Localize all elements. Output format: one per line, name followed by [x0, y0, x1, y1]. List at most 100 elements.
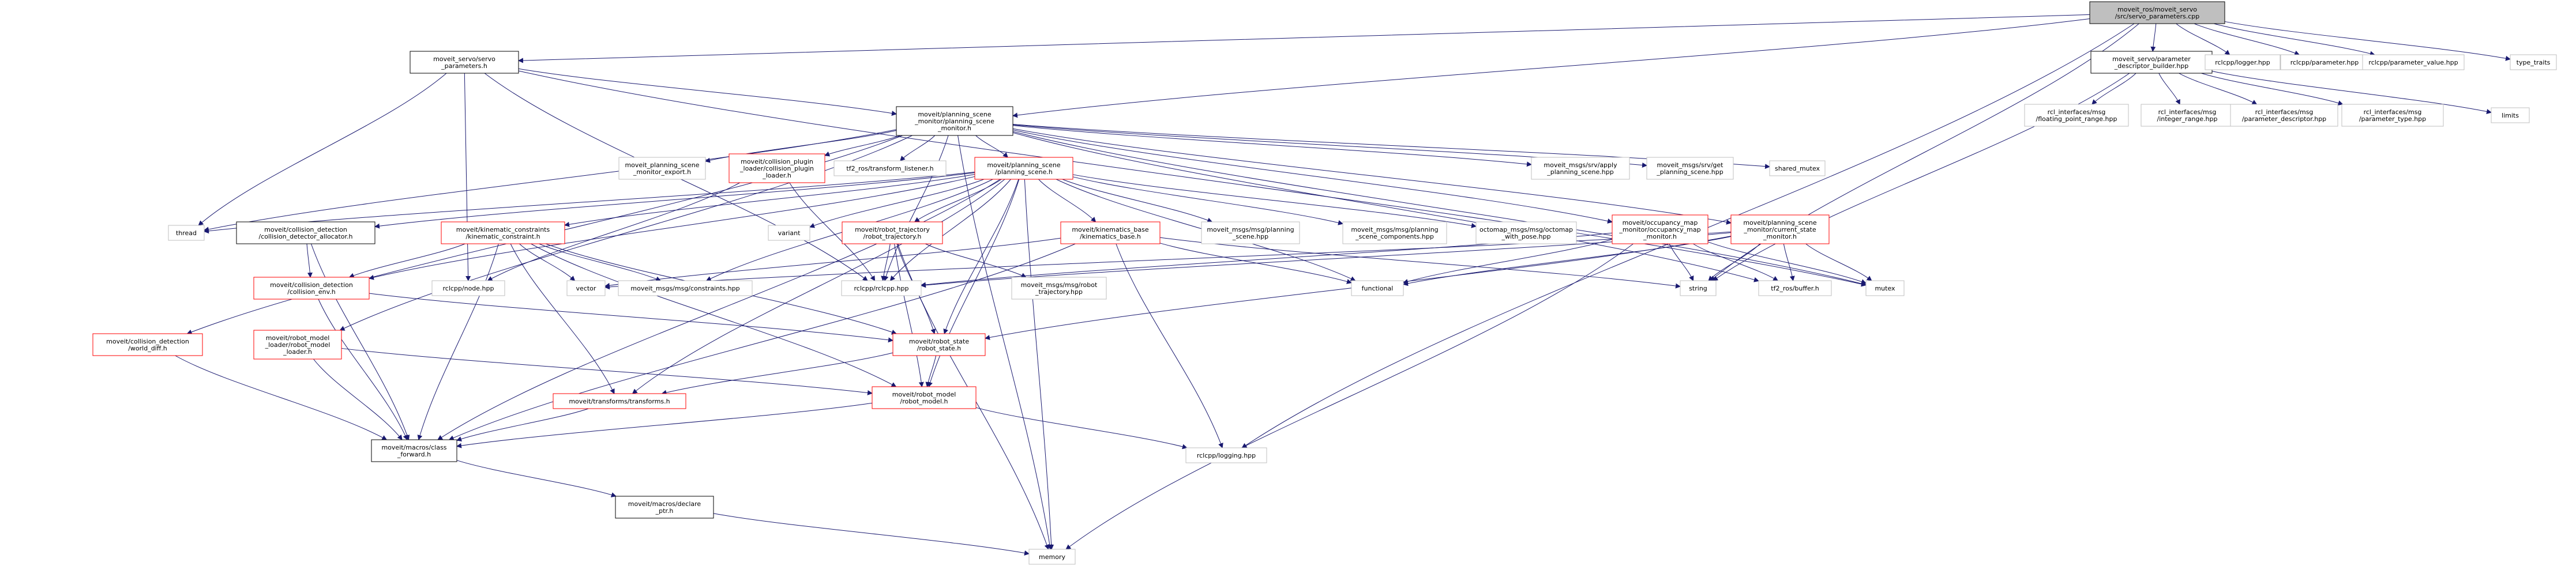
edge-robot_state-to-transforms — [661, 352, 893, 395]
node-label: moveit_servo/parameter — [2112, 55, 2191, 63]
edge-csm-to-vector — [604, 231, 1732, 290]
node-world_diff[interactable]: moveit/collision_detection/world_diff.h — [92, 333, 203, 356]
node-box — [1531, 157, 1630, 180]
node-rclcpp_param_value: rclcpp/parameter_value.hpp — [2362, 54, 2465, 70]
node-box — [2491, 107, 2530, 123]
node-label: moveit_msgs/srv/get — [1657, 161, 1724, 169]
node-box — [1758, 280, 1832, 296]
node-label: moveit/macros/class — [381, 444, 446, 451]
node-label: _monitor/current_state — [1743, 226, 1816, 233]
node-box — [2280, 54, 2369, 70]
edge-robot_state-to-robot_model — [925, 355, 937, 387]
node-label: /planning_scene.h — [995, 168, 1053, 176]
edge-robot_model-to-logging — [975, 407, 1188, 450]
node-box — [1028, 549, 1076, 565]
edge-servo_params-to-node_hpp — [464, 73, 471, 281]
node-box — [2510, 54, 2557, 70]
node-label: /src/servo_parameters.cpp — [2115, 13, 2200, 20]
edge-psm-to-apply_ps — [1012, 125, 1532, 167]
node-label: _loader.h — [283, 348, 312, 356]
node-box — [92, 333, 203, 356]
node-label: moveit/macros/declare — [628, 500, 701, 508]
node-box — [1060, 221, 1161, 244]
edge-kin_base-to-string — [1159, 237, 1681, 289]
node-class_fwd[interactable]: moveit/macros/class_forward.h — [371, 439, 457, 462]
node-kin_base[interactable]: moveit/kinematics_base/kinematics_base.h — [1060, 221, 1161, 244]
node-occ_map[interactable]: moveit/occupancy_map_monitor/occupancy_m… — [1612, 214, 1708, 244]
node-param_builder[interactable]: moveit_servo/parameter_descriptor_builde… — [2090, 51, 2213, 74]
node-coll_env[interactable]: moveit/collision_detection/collision_env… — [253, 277, 370, 300]
edge-psm-to-csm — [1012, 128, 1732, 225]
node-transforms[interactable]: moveit/transforms/transforms.h — [553, 393, 686, 409]
edge-root-to-type_traits — [2224, 21, 2511, 61]
node-box — [833, 160, 947, 176]
node-box — [2024, 104, 2129, 127]
node-label: rcl_interfaces/msg — [2364, 108, 2422, 116]
node-robot_traj[interactable]: moveit/robot_trajectory/robot_trajectory… — [842, 221, 943, 244]
edge-ps-to-cd_alloc — [374, 172, 975, 229]
edge-kin_constraint-to-coll_env — [348, 243, 465, 278]
edge-psm-to-memory — [957, 135, 1053, 550]
node-box — [1201, 221, 1300, 244]
edge-coll_plugin-to-node_hpp — [487, 182, 740, 281]
node-box — [974, 157, 1073, 180]
node-param_type: rcl_interfaces/msg/parameter_type.hpp — [2341, 104, 2444, 127]
node-param_desc: rcl_interfaces/msg/parameter_descriptor.… — [2230, 104, 2338, 127]
node-label: moveit/robot_model — [892, 391, 956, 398]
node-box — [892, 333, 986, 356]
node-rm_loader[interactable]: moveit/robot_model_loader/robot_model_lo… — [253, 330, 342, 360]
node-mutex: mutex — [1865, 280, 1905, 296]
edge-ps-to-msg_ps — [1062, 179, 1213, 223]
node-box — [410, 51, 519, 74]
edge-ps-to-coll_env — [369, 176, 975, 280]
node-psm[interactable]: moveit/planning_scene_monitor/planning_s… — [896, 106, 1013, 136]
node-label: limits — [2502, 112, 2519, 119]
edge-param_builder-to-int_range — [2158, 73, 2180, 105]
edge-coll_env-to-robot_state — [369, 293, 893, 343]
node-box — [2141, 104, 2234, 127]
node-int_range: rcl_interfaces/msg/integer_range.hpp — [2141, 104, 2234, 127]
edge-psm-to-mutex — [1012, 131, 1867, 286]
node-msg_ps: moveit_msgs/msg/planning_scene.hpp — [1201, 221, 1300, 244]
node-robot_state[interactable]: moveit/robot_state/robot_state.h — [892, 333, 986, 356]
node-box — [1730, 214, 1830, 244]
edge-csm-to-mutex — [1805, 243, 1872, 281]
edge-coll_env-to-class_fwd — [318, 299, 408, 440]
edge-ps-to-robot_state — [943, 179, 1019, 334]
node-box — [431, 280, 505, 296]
edge-servo_params-to-psm — [518, 68, 897, 116]
edge-cd_alloc-to-class_fwd — [310, 243, 410, 440]
node-root[interactable]: moveit_ros/moveit_servo/src/servo_parame… — [2089, 1, 2225, 24]
node-label: moveit/occupancy_map — [1623, 219, 1698, 227]
node-label: type_traits — [2517, 59, 2551, 66]
node-box — [1475, 221, 1577, 244]
node-label: moveit/planning_scene — [987, 161, 1061, 169]
node-label: _loader.h — [762, 172, 791, 179]
node-declare_ptr[interactable]: moveit/macros/declare_ptr.h — [615, 496, 714, 519]
edge-kin_constraint-to-class_fwd — [417, 243, 499, 440]
node-label: moveit/collision_plugin — [741, 158, 813, 165]
node-label: rcl_interfaces/msg — [2158, 108, 2217, 116]
node-box — [553, 393, 686, 409]
node-csm[interactable]: moveit/planning_scene_monitor/current_st… — [1730, 214, 1830, 244]
node-kin_constraint[interactable]: moveit/kinematic_constraints/kinematic_c… — [441, 221, 565, 244]
node-box — [2089, 1, 2225, 24]
node-label: /robot_trajectory.h — [863, 233, 922, 240]
node-label: thread — [176, 229, 197, 237]
node-ps[interactable]: moveit/planning_scene/planning_scene.h — [974, 157, 1073, 180]
node-coll_plugin[interactable]: moveit/collision_plugin_loader/collision… — [729, 153, 825, 183]
node-servo_params[interactable]: moveit_servo/servo_parameters.h — [410, 51, 519, 74]
node-label: _monitor.h — [1763, 233, 1797, 240]
node-rclcpp_logger: rclcpp/logger.hpp — [2205, 54, 2281, 70]
node-robot_model[interactable]: moveit/robot_model/robot_model.h — [872, 386, 977, 409]
node-label: /kinematics_base.h — [1080, 233, 1141, 240]
header-nodes: moveit_ros/moveit_servo/src/servo_parame… — [92, 1, 2557, 565]
node-string: string — [1680, 280, 1717, 296]
node-fp_range: rcl_interfaces/msg/floating_point_range.… — [2024, 104, 2129, 127]
node-box — [253, 277, 370, 300]
node-cd_alloc[interactable]: moveit/collision_detection/collision_det… — [236, 221, 375, 244]
node-label: moveit/planning_scene — [918, 111, 992, 118]
node-label: _with_pose.hpp — [1501, 233, 1551, 240]
node-label: vector — [576, 285, 596, 292]
node-label: variant — [778, 229, 801, 237]
